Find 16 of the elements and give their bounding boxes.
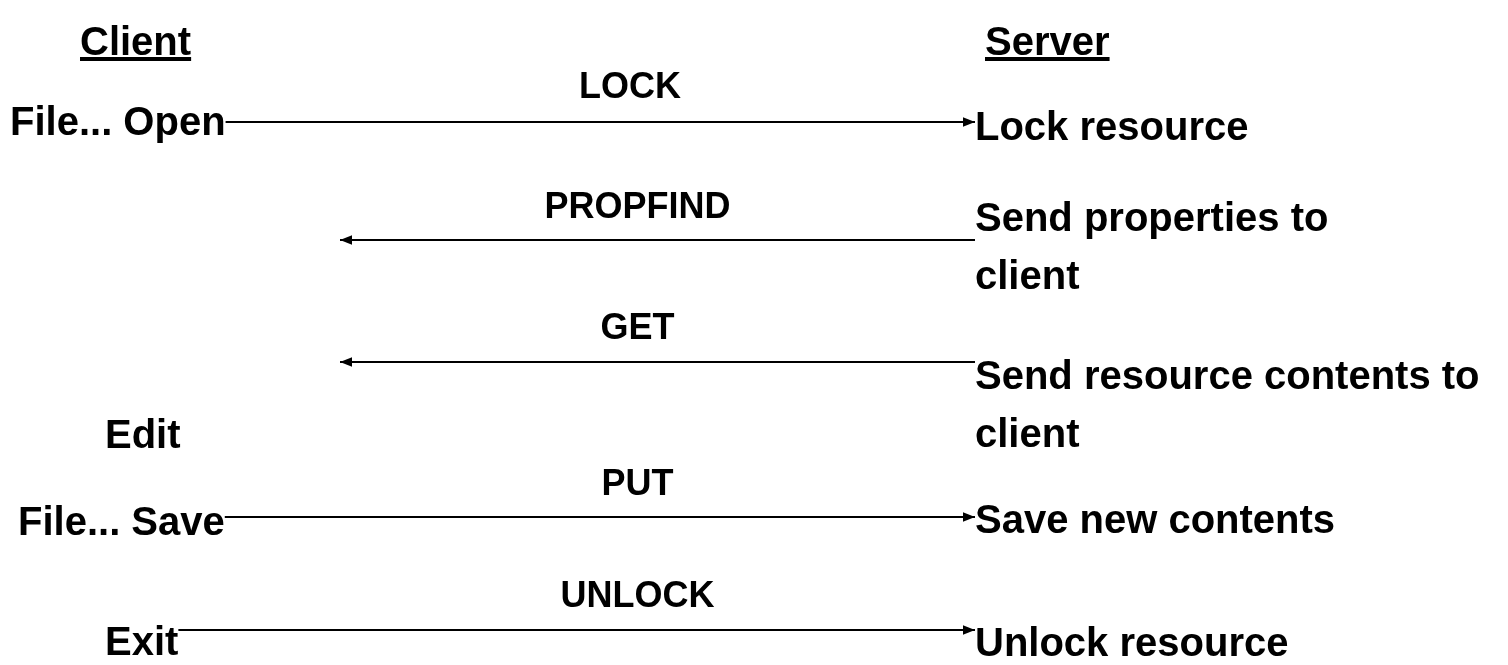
message-text: Unlock resource [975, 613, 1289, 665]
message-arrow [339, 357, 976, 367]
column-heading: Client [80, 18, 192, 65]
message-text: Send properties to client [975, 188, 1335, 304]
message-text: File... Open [10, 92, 226, 150]
message-text: File... Save [18, 492, 225, 550]
message-text: Exit [105, 612, 179, 665]
message-arrow [177, 625, 976, 635]
column-heading: Server [985, 18, 1110, 65]
message-text: Save new contents [975, 490, 1336, 548]
step-text: Edit [105, 411, 181, 458]
message-text: Lock resource [975, 97, 1249, 155]
message-text: Send resource contents to client [975, 346, 1495, 462]
message-arrow [339, 235, 976, 245]
message-arrow [224, 117, 976, 127]
message-arrow [223, 512, 976, 522]
